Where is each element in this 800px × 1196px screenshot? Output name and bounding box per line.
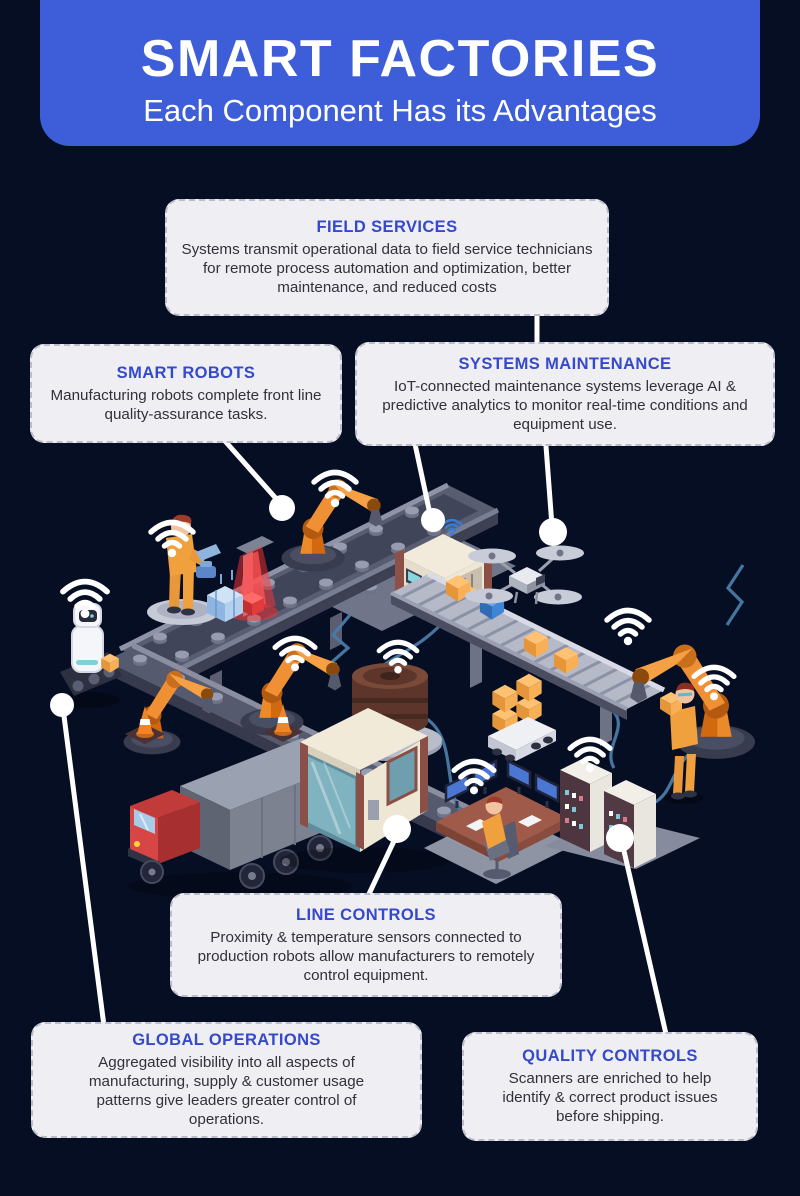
page-title: SMART FACTORIES bbox=[140, 30, 660, 88]
factory-worker bbox=[660, 682, 704, 804]
callout-title: GLOBAL OPERATIONS bbox=[132, 1031, 321, 1049]
callout-body: Systems transmit operational data to fie… bbox=[181, 241, 593, 296]
callout-smart-robots: SMART ROBOTS Manufacturing robots comple… bbox=[30, 344, 342, 443]
callout-quality-controls: QUALITY CONTROLS Scanners are enriched t… bbox=[462, 1032, 758, 1141]
callout-line-controls: LINE CONTROLS Proximity & temperature se… bbox=[170, 893, 562, 997]
factory-worker bbox=[147, 514, 221, 625]
callout-title: QUALITY CONTROLS bbox=[522, 1047, 698, 1065]
callout-title: FIELD SERVICES bbox=[316, 218, 458, 236]
connector-lines bbox=[61, 309, 669, 1037]
connector-dot bbox=[539, 518, 567, 546]
connector-dot bbox=[606, 824, 634, 852]
operator-desk bbox=[424, 759, 574, 884]
connector-dot bbox=[421, 508, 445, 532]
callout-title: LINE CONTROLS bbox=[296, 905, 436, 924]
callout-global-operations: GLOBAL OPERATIONS Aggregated visibility … bbox=[31, 1022, 422, 1138]
wifi-icon bbox=[314, 473, 356, 508]
callout-systems-maintenance: SYSTEMS MAINTENANCE IoT-connected mainte… bbox=[355, 342, 775, 446]
hologram-crate bbox=[196, 561, 243, 622]
page-subtitle: Each Component Has its Advantages bbox=[143, 93, 657, 128]
callout-title: SMART ROBOTS bbox=[116, 363, 256, 382]
connector-dot bbox=[269, 495, 295, 521]
callout-body: Proximity & temperature sensors connecte… bbox=[197, 928, 535, 984]
callout-body: Aggregated visibility into all aspects o… bbox=[88, 1054, 365, 1128]
agv-cart bbox=[488, 673, 556, 762]
connector-dot bbox=[50, 693, 74, 717]
connector-dots bbox=[50, 495, 634, 852]
wifi-icon bbox=[607, 611, 649, 646]
header-banner: SMART FACTORIES Each Component Has its A… bbox=[40, 0, 760, 146]
callout-body: Scanners are enriched to help identify &… bbox=[502, 1070, 718, 1125]
callout-title: SYSTEMS MAINTENANCE bbox=[458, 354, 672, 373]
mobile-robot bbox=[56, 603, 122, 708]
callout-body: Manufacturing robots complete front line… bbox=[50, 386, 322, 423]
delivery-truck bbox=[128, 738, 352, 900]
callout-field-services: FIELD SERVICES Systems transmit operatio… bbox=[165, 199, 609, 316]
control-booth bbox=[280, 708, 450, 873]
drone bbox=[465, 545, 584, 605]
callout-body: IoT-connected maintenance systems levera… bbox=[382, 377, 748, 433]
connector-dot bbox=[383, 815, 411, 843]
